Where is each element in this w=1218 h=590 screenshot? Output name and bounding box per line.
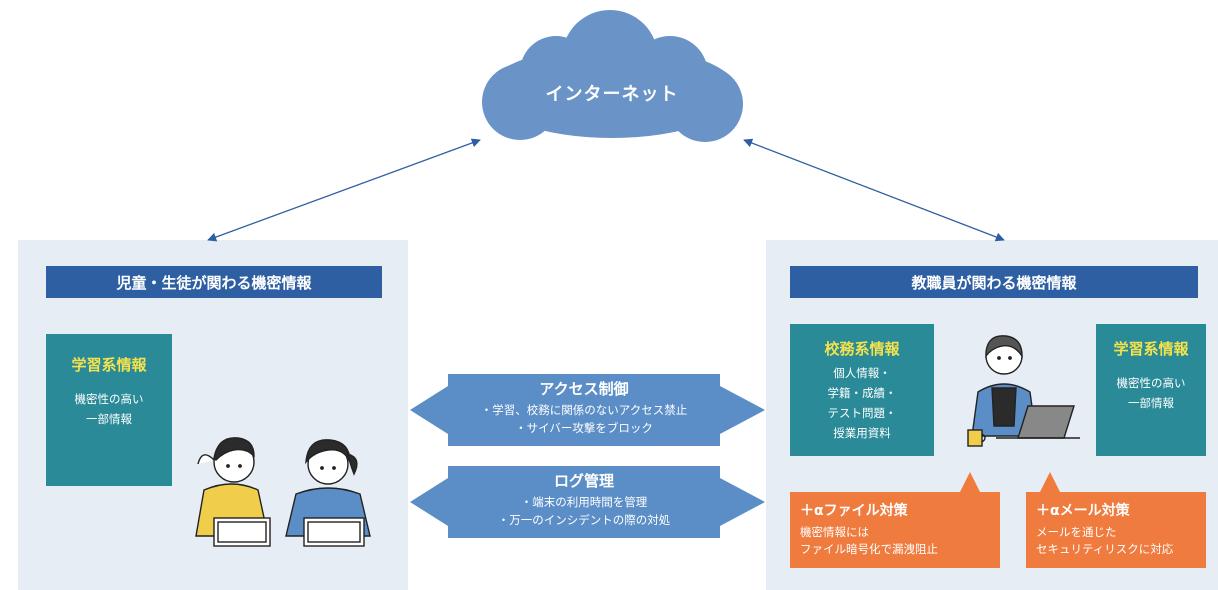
log-management-text: ログ管理 ・端末の利用時間を管理 ・万一のインシデントの際の対処 bbox=[448, 470, 720, 529]
mail-countermeasure-title: ＋αメール対策 bbox=[1036, 503, 1130, 519]
file-countermeasure-line: 機密情報には bbox=[800, 525, 869, 539]
school-affairs-line: 授業用資料 bbox=[833, 426, 891, 440]
arrow-cloud-left bbox=[207, 138, 481, 242]
file-countermeasure-line: ファイル暗号化で漏洩阻止 bbox=[800, 542, 938, 556]
learning-info-line: 一部情報 bbox=[86, 412, 132, 426]
access-control-line: ・学習、校務に関係のないアクセス禁止 bbox=[480, 403, 688, 417]
log-management-title: ログ管理 bbox=[553, 472, 614, 490]
file-callout-pointer bbox=[960, 472, 980, 492]
cloud-label: インターネット bbox=[545, 84, 679, 105]
boy-figure bbox=[195, 437, 271, 547]
staff-panel-title: 教職員が関わる機密情報 bbox=[790, 266, 1198, 298]
learning-info-line: 一部情報 bbox=[1128, 396, 1174, 410]
access-control-callout bbox=[410, 374, 765, 446]
mail-countermeasure-callout: ＋αメール対策 メールを通じた セキュリティリスクに対応 bbox=[1026, 492, 1206, 568]
log-management-line: ・端末の利用時間を管理 bbox=[520, 495, 648, 509]
mail-countermeasure-line: メールを通じた bbox=[1036, 525, 1117, 539]
teacher-illustration bbox=[967, 335, 1080, 447]
girl-figure bbox=[285, 439, 371, 547]
learning-info-line: 機密性の高い bbox=[1116, 376, 1186, 390]
mail-countermeasure-line: セキュリティリスクに対応 bbox=[1036, 542, 1174, 556]
access-control-text: アクセス制御 ・学習、校務に関係のないアクセス禁止 ・サイバー攻撃をブロック bbox=[448, 378, 720, 437]
students-illustration bbox=[195, 437, 371, 547]
file-countermeasure-title: ＋αファイル対策 bbox=[800, 503, 908, 519]
learning-info-title: 学習系情報 bbox=[1113, 340, 1189, 358]
students-panel-title: 児童・生徒が関わる機密情報 bbox=[46, 266, 382, 298]
school-affairs-info-box: 校務系情報 個人情報・ 学籍・成績・ テスト問題・ 授業用資料 bbox=[790, 324, 934, 456]
cloud-icon bbox=[482, 10, 743, 142]
learning-info-line: 機密性の高い bbox=[74, 392, 144, 406]
log-management-callout bbox=[410, 466, 765, 538]
school-affairs-title: 校務系情報 bbox=[824, 340, 900, 358]
school-affairs-line: 個人情報・ bbox=[833, 366, 891, 380]
file-countermeasure-callout: ＋αファイル対策 機密情報には ファイル暗号化で漏洩阻止 bbox=[790, 492, 1000, 568]
log-management-line: ・万一のインシデントの際の対処 bbox=[497, 513, 671, 527]
learning-info-title: 学習系情報 bbox=[71, 356, 147, 374]
school-affairs-line: 学籍・成績・ bbox=[827, 386, 897, 400]
school-affairs-line: テスト問題・ bbox=[827, 406, 897, 420]
learning-info-box-right: 学習系情報 機密性の高い 一部情報 bbox=[1096, 324, 1206, 456]
access-control-title: アクセス制御 bbox=[539, 380, 629, 398]
mail-callout-pointer bbox=[1040, 472, 1060, 492]
learning-info-box-left: 学習系情報 機密性の高い 一部情報 bbox=[46, 334, 172, 486]
access-control-line: ・サイバー攻撃をブロック bbox=[515, 421, 653, 435]
arrow-cloud-right bbox=[743, 138, 1005, 242]
